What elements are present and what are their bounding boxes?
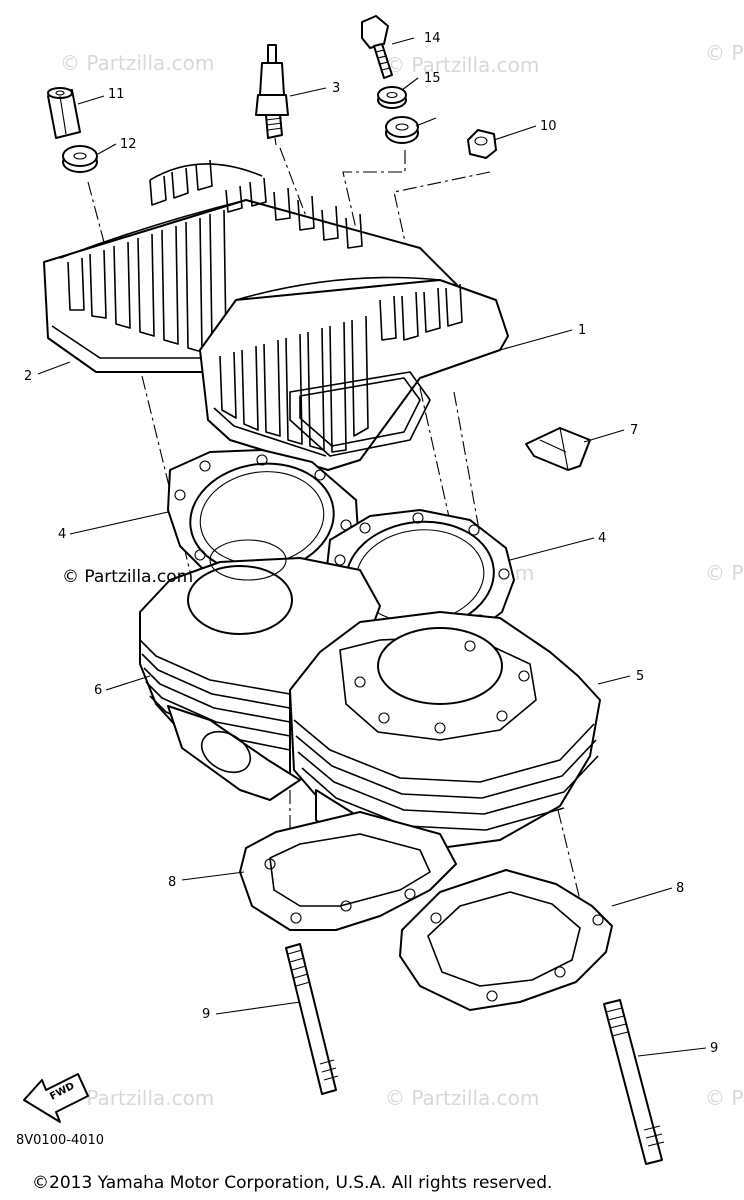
callout-5: 5 bbox=[636, 669, 644, 684]
callout-8-right: 8 bbox=[676, 881, 684, 896]
stud-9-right bbox=[603, 999, 665, 1165]
watermark: © Partzilla.com bbox=[60, 51, 214, 75]
sleeve-11 bbox=[47, 87, 81, 139]
callout-12: 12 bbox=[120, 137, 137, 152]
watermark-dark: © Partzilla.com bbox=[62, 567, 193, 587]
nut-10 bbox=[467, 129, 497, 159]
base-gasket-8-left bbox=[239, 811, 457, 931]
callout-14: 15 bbox=[424, 71, 441, 86]
cylinder-6 bbox=[139, 539, 381, 801]
watermark: © Partzilla.com bbox=[705, 561, 744, 585]
callout-2: 2 bbox=[24, 369, 32, 384]
head-gasket-4-left bbox=[167, 449, 359, 587]
callout-6: 6 bbox=[94, 683, 102, 698]
watermark: © Partzilla.com bbox=[705, 41, 744, 65]
base-gasket-8-right bbox=[399, 869, 613, 1011]
callout-11: 11 bbox=[108, 87, 125, 102]
callout-3: 3 bbox=[332, 81, 340, 96]
callout-13: 14 bbox=[424, 31, 441, 46]
callout-9-left: 9 bbox=[202, 1007, 210, 1022]
copyright-notice: ©2013 Yamaha Motor Corporation, U.S.A. A… bbox=[32, 1173, 552, 1193]
callout-9-right: 9 bbox=[710, 1041, 718, 1056]
washer-12 bbox=[62, 145, 98, 173]
callout-4-left: 4 bbox=[58, 527, 66, 542]
callout-8-left: 8 bbox=[168, 875, 176, 890]
forward-arrow-icon: FWD bbox=[23, 1073, 89, 1123]
callout-1: 1 bbox=[578, 323, 586, 338]
drawing-code: 8V0100-4010 bbox=[16, 1133, 104, 1148]
callout-10: 10 bbox=[540, 119, 557, 134]
spark-plug-3 bbox=[255, 44, 289, 146]
watermark: © Partzilla.com bbox=[385, 1086, 539, 1110]
rubber-damper-7 bbox=[525, 427, 591, 471]
bolt-13 bbox=[361, 15, 393, 79]
callout-4-right: 4 bbox=[598, 531, 606, 546]
watermark: © Partzilla.com bbox=[705, 1086, 744, 1110]
stud-9-left bbox=[285, 943, 339, 1095]
washer-15 bbox=[385, 116, 419, 144]
callout-7: 7 bbox=[630, 423, 638, 438]
cylinder-head-1 bbox=[199, 276, 509, 471]
washer-14 bbox=[377, 86, 407, 109]
watermark: © Partzilla.com bbox=[385, 53, 539, 77]
